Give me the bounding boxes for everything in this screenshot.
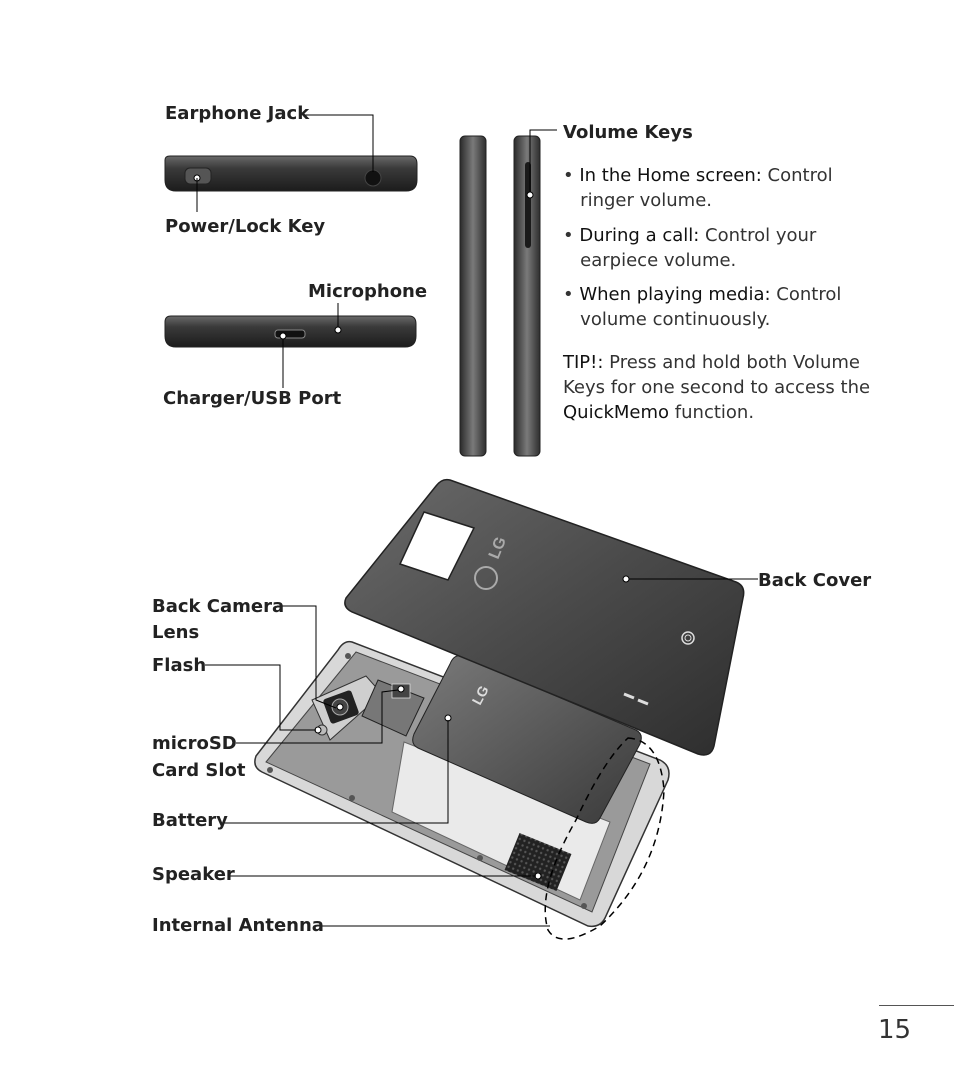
tip-playing-media: • When playing media: Control volume con… [563,284,842,330]
tip-text1: Press and hold both Volume [603,352,860,373]
tip-label: TIP!: [563,352,604,373]
tip-call-label: During a call: [579,225,700,246]
tip-home-text1: Control [761,165,833,186]
battery-graphic: LG [412,655,642,824]
phone-bottom-edge [164,303,417,388]
tip-brand: QuickMemo [563,402,670,423]
volume-keys-label: Volume Keys [563,122,693,143]
microsd-label-line2: Card Slot [152,760,246,781]
page-number-rule [879,1005,954,1006]
tip-quickmemo: TIP!: Press and hold both Volume Keys fo… [563,350,903,425]
flash-label: Flash [152,655,207,676]
tip-home-screen: • In the Home screen: Control ringer vol… [563,165,833,211]
phone-top-edge [164,114,418,212]
internal-antenna-label: Internal Antenna [152,915,324,936]
leader-lines [205,605,550,927]
tip-call-text2: earpiece volume. [580,250,737,271]
back-camera-label-line2: Lens [152,622,200,643]
speaker-label: Speaker [152,864,235,885]
tip-text2: Keys for one second to access the [563,377,871,398]
battery-label: Battery [152,810,228,831]
microsd-label-line1: microSD [152,733,237,754]
tip-during-call: • During a call: Control your earpiece v… [563,225,817,271]
phone-side-views [459,129,557,457]
tip-media-label: When playing media: [579,284,771,305]
tip-home-text2: ringer volume. [580,190,713,211]
tip-text3: function. [669,402,755,423]
tip-media-text2: volume continuously. [580,309,771,330]
antenna-outline [544,737,665,940]
tip-media-text1: Control [770,284,842,305]
back-camera-label-line1: Back Camera [152,596,285,617]
charger-usb-port-label: Charger/USB Port [163,388,342,409]
back-cover-label: Back Cover [758,570,872,591]
back-cover-graphic: LG [344,478,758,756]
power-lock-key-label: Power/Lock Key [165,216,326,237]
page-number: 15 [878,1015,912,1045]
tip-home-label: In the Home screen: [579,165,762,186]
tip-call-text1: Control your [699,225,817,246]
microphone-label: Microphone [308,281,428,302]
phone-body-open [254,640,670,928]
earphone-jack-label: Earphone Jack [165,103,310,124]
